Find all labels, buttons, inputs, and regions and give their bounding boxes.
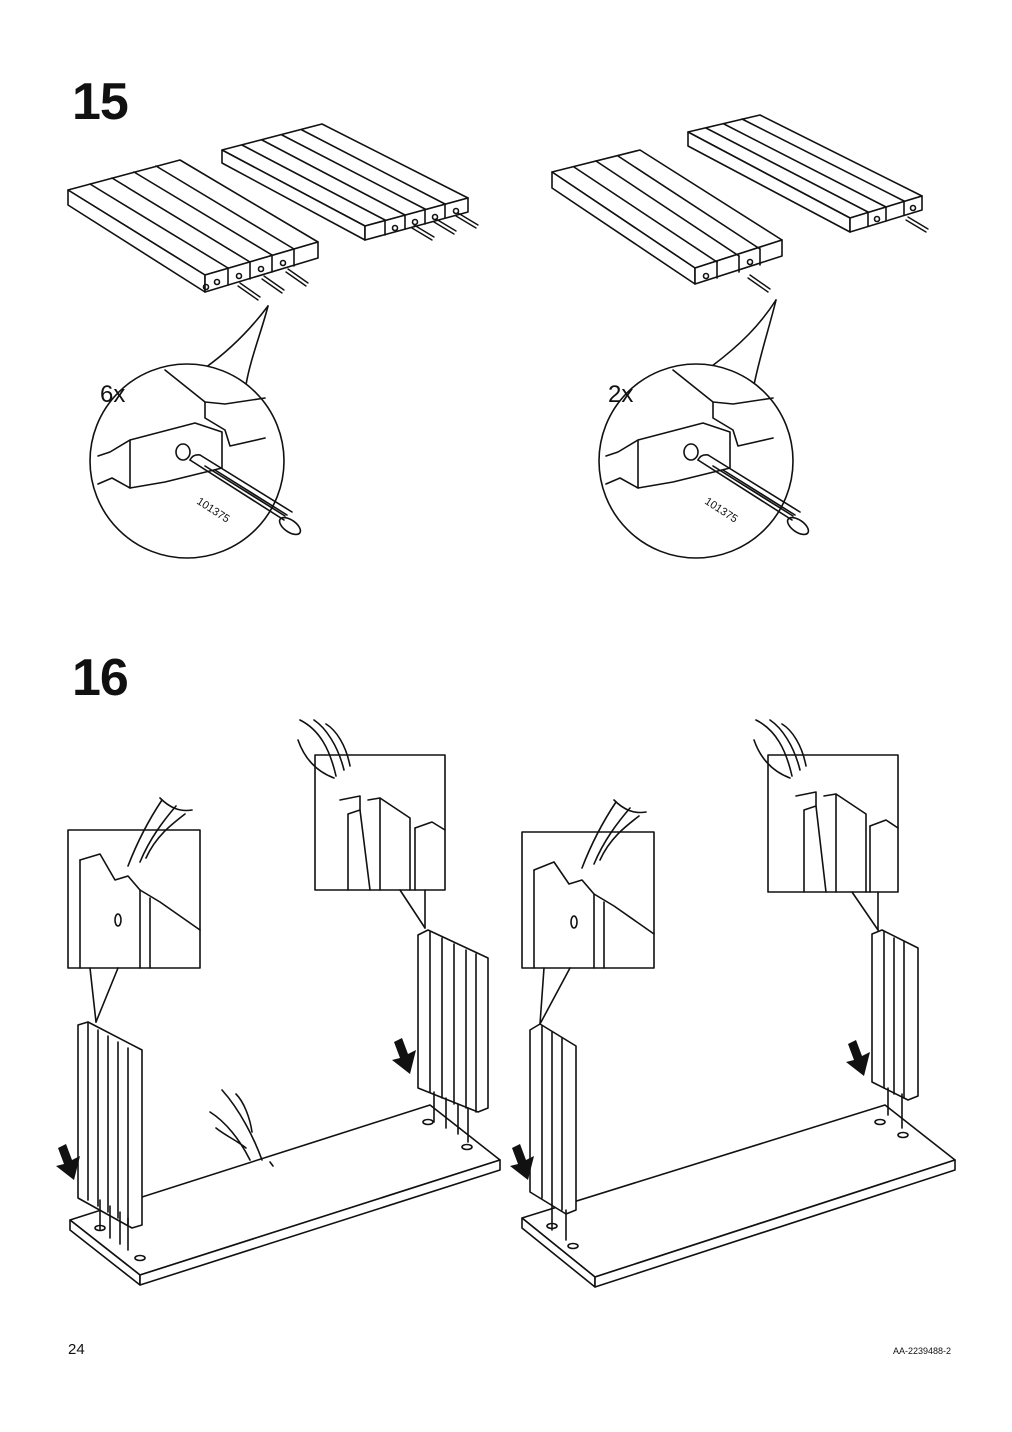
side-panel xyxy=(417,929,489,1143)
detail-zoom-circle xyxy=(89,363,285,559)
dowel xyxy=(411,212,479,241)
board-panel xyxy=(551,149,783,285)
detail-box xyxy=(297,719,446,929)
dowel xyxy=(237,268,309,301)
callout-pointer xyxy=(204,305,269,369)
dowel xyxy=(905,216,929,233)
detail-zoom-circle xyxy=(598,363,794,559)
step16-right-illustration xyxy=(510,719,956,1288)
detail-dowel-insertion xyxy=(97,369,302,536)
step-number: 16 xyxy=(72,649,129,707)
dowel xyxy=(747,274,771,293)
base-board xyxy=(521,1104,956,1288)
quantity-label: 2x xyxy=(608,381,633,408)
board-panel xyxy=(687,114,923,233)
down-arrow-icon xyxy=(510,1040,870,1180)
step-number: 15 xyxy=(72,73,129,131)
side-panel xyxy=(529,1023,577,1241)
document-code: AA-2239488-2 xyxy=(893,1346,952,1356)
callout-pointer xyxy=(711,299,777,367)
down-arrow-icon xyxy=(56,1038,416,1180)
board-panel xyxy=(67,159,319,293)
hand-press-icon xyxy=(209,1089,274,1167)
page-number: 24 xyxy=(68,1341,85,1358)
side-panel xyxy=(77,1021,143,1251)
detail-box xyxy=(521,799,655,1025)
detail-box xyxy=(67,797,201,1023)
callout-pointer xyxy=(753,299,777,386)
step15-left-illustration: 6x 101375 xyxy=(67,123,479,559)
quantity-label: 6x xyxy=(100,381,125,408)
step15-right-illustration: 2x 101375 xyxy=(551,114,929,559)
callout-pointer xyxy=(245,305,269,386)
base-board xyxy=(69,1104,501,1286)
detail-box xyxy=(753,719,899,931)
detail-dowel-insertion xyxy=(605,369,810,536)
board-panel xyxy=(221,123,469,241)
side-panel xyxy=(871,929,919,1129)
step16-left-illustration xyxy=(56,719,501,1286)
